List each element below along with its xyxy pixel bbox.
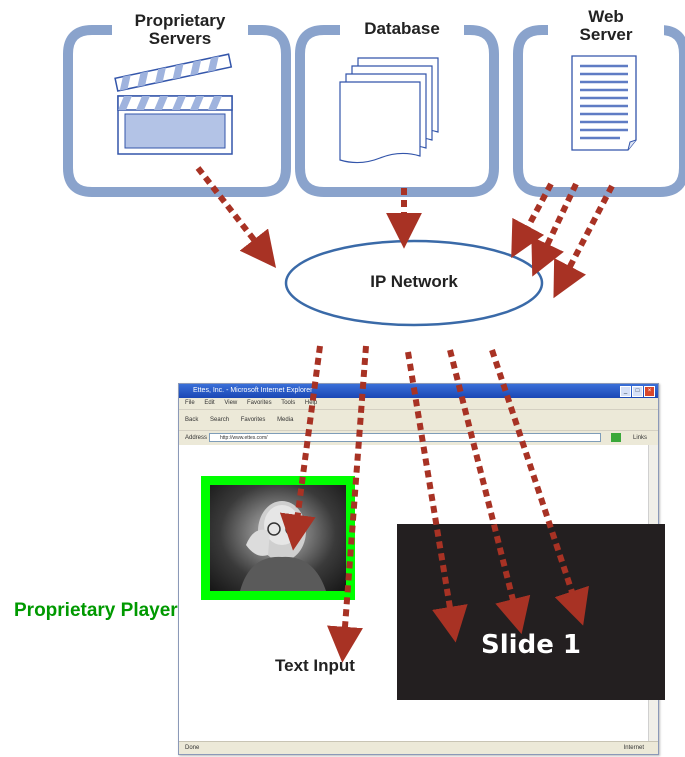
address-input[interactable]: http://www.ettes.com/ — [209, 433, 601, 442]
toolbar-back[interactable]: Back — [185, 417, 199, 423]
arrow-web-to-network-3 — [553, 184, 615, 299]
web-server-label: Web Server — [548, 8, 664, 44]
menu-file[interactable]: File — [185, 400, 195, 406]
menu-help[interactable]: Help — [304, 400, 318, 406]
toolbar-search[interactable]: Search — [210, 417, 230, 423]
proprietary-servers-label-line1: Proprietary — [134, 11, 226, 30]
menu-tools[interactable]: Tools — [281, 400, 296, 406]
status-text: Done — [185, 745, 200, 751]
slide-label: Slide 1 — [481, 630, 581, 660]
person-silhouette-icon — [240, 501, 326, 591]
web-server-label-line2: Server — [579, 24, 633, 44]
close-icon[interactable]: × — [644, 386, 655, 397]
address-label: Address — [185, 435, 208, 441]
status-zone: Internet — [623, 745, 644, 751]
document-stack-icon — [339, 57, 439, 164]
ip-network-label: IP Network — [370, 272, 458, 291]
menu-view[interactable]: View — [224, 400, 238, 406]
toolbar-media[interactable]: Media — [277, 417, 294, 423]
browser-toolbar: Back Search Favorites Media — [179, 409, 658, 430]
browser-address-bar: Address http://www.ettes.com/ Links — [179, 430, 658, 445]
clapperboard-icon — [114, 53, 233, 155]
database-frame — [295, 25, 499, 197]
proprietary-player[interactable] — [201, 476, 355, 600]
proprietary-servers-label-line2: Servers — [148, 28, 212, 48]
browser-title-bar: Ettes, Inc. - Microsoft Internet Explore… — [179, 384, 658, 398]
proprietary-player-label: Proprietary Player — [14, 600, 178, 621]
arrow-web-to-network-2 — [531, 182, 579, 277]
database-label-line1: Database — [364, 19, 440, 38]
browser-title: Ettes, Inc. - Microsoft Internet Explore… — [193, 387, 313, 394]
proprietary-servers-frame — [63, 25, 291, 197]
web-page-icon — [571, 55, 637, 151]
web-server-label-line1: Web — [588, 7, 624, 26]
database-label: Database — [340, 20, 464, 38]
minimize-icon[interactable]: _ — [620, 386, 631, 397]
player-video-frame — [210, 485, 346, 591]
menu-favorites[interactable]: Favorites — [246, 400, 272, 406]
proprietary-servers-label: Proprietary Servers — [112, 12, 248, 48]
go-icon[interactable] — [611, 433, 621, 442]
slide-panel — [397, 524, 665, 700]
browser-menu-bar: File Edit View Favorites Tools Help — [179, 398, 658, 409]
toolbar-favorites[interactable]: Favorites — [240, 417, 266, 423]
web-server-frame — [513, 25, 685, 197]
arrow-web-to-network-1 — [511, 182, 554, 259]
menu-edit[interactable]: Edit — [204, 400, 215, 406]
maximize-icon[interactable]: □ — [632, 386, 643, 397]
window-controls: _ □ × — [620, 386, 655, 397]
links-label[interactable]: Links — [633, 435, 648, 441]
arrows — [195, 166, 615, 299]
browser-status-bar: Done Internet — [179, 741, 658, 754]
arrow-proprietary-to-network — [195, 166, 277, 268]
text-input-label: Text Input — [275, 656, 355, 675]
